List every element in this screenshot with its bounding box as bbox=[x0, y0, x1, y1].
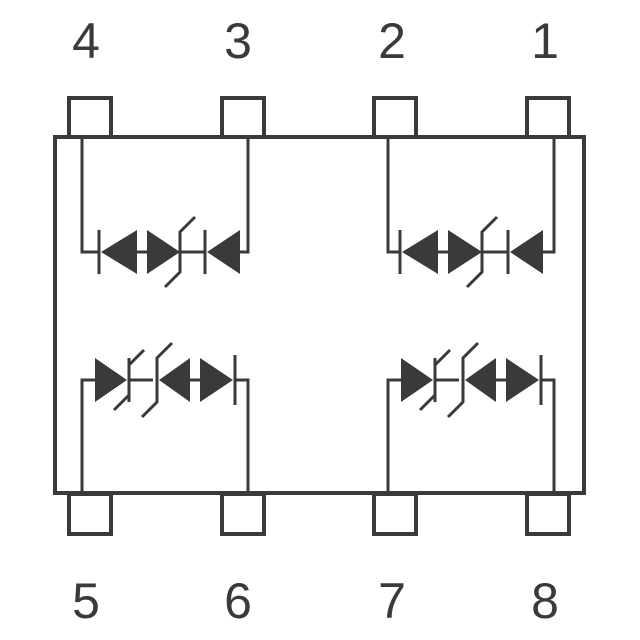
pin-label-7: 7 bbox=[378, 573, 406, 629]
pad-6 bbox=[220, 492, 266, 536]
pad-8 bbox=[525, 492, 571, 536]
diode-array-bottom-right bbox=[386, 341, 556, 493]
pad-4 bbox=[67, 96, 113, 139]
diode-array-top-left bbox=[80, 137, 250, 289]
pin-label-3: 3 bbox=[224, 13, 252, 69]
pad-1 bbox=[525, 96, 571, 139]
diode-array-top-right bbox=[386, 137, 556, 289]
pin-label-1: 1 bbox=[531, 13, 559, 69]
package-body bbox=[53, 135, 586, 495]
diode-array-bottom-left bbox=[80, 341, 250, 493]
pad-2 bbox=[372, 96, 418, 139]
pin-label-8: 8 bbox=[531, 573, 559, 629]
pin-label-2: 2 bbox=[378, 13, 406, 69]
pin-label-4: 4 bbox=[72, 13, 100, 69]
pin-label-6: 6 bbox=[224, 573, 252, 629]
pad-5 bbox=[67, 492, 113, 536]
pad-7 bbox=[372, 492, 418, 536]
pad-3 bbox=[220, 96, 266, 139]
pin-label-5: 5 bbox=[72, 573, 100, 629]
